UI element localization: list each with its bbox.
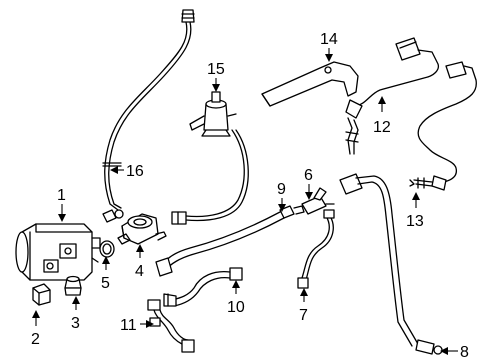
callout-2-number: 2: [31, 331, 40, 348]
callout-13-number: 13: [406, 213, 424, 230]
callout-16: 16: [110, 163, 144, 180]
part-8-hose: [339, 173, 443, 355]
part-13-oxygen-sensor: [409, 61, 477, 191]
part-7-hose: [297, 209, 335, 289]
callout-4: 4: [135, 244, 144, 280]
callout-5-number: 5: [101, 275, 110, 292]
callout-11: 11: [120, 317, 154, 334]
canister-connector: [102, 209, 124, 223]
callout-8-number: 8: [460, 344, 469, 360]
part-16-vent-hose: [102, 9, 195, 211]
part-14-bracket: [261, 61, 359, 107]
callout-3-number: 3: [71, 315, 80, 332]
callout-1: 1: [57, 187, 66, 222]
callout-4-number: 4: [135, 263, 144, 280]
part-9-hose: [155, 205, 295, 277]
callout-15: 15: [207, 61, 225, 92]
part-5-seal: [99, 240, 115, 258]
callout-9-number: 9: [277, 181, 286, 198]
callout-5: 5: [101, 256, 110, 292]
part-12-oxygen-sensor: [345, 37, 440, 155]
callout-14-number: 14: [320, 31, 338, 48]
part-10-hose: [163, 267, 243, 307]
callout-7: 7: [299, 288, 308, 324]
callout-3: 3: [71, 296, 80, 332]
part-2-rubber-mount: [32, 283, 51, 306]
callout-12: 12: [373, 96, 391, 136]
part-3-grommet: [64, 275, 82, 296]
callout-2: 2: [31, 310, 40, 348]
callout-7-number: 7: [299, 307, 308, 324]
callout-15-number: 15: [207, 61, 225, 78]
part-6-connector: [293, 187, 335, 215]
part-1-canister: [15, 223, 101, 281]
callout-13: 13: [406, 192, 424, 230]
callout-11-number: 11: [120, 317, 137, 334]
part-11-hose: [147, 299, 195, 353]
callout-10-number: 10: [227, 299, 245, 316]
callout-1-number: 1: [57, 187, 66, 204]
part-15-purge-valve: [171, 91, 249, 225]
callout-16-number: 16: [126, 163, 144, 180]
part-4-valve: [117, 213, 167, 245]
callout-9: 9: [277, 181, 286, 212]
callout-12-number: 12: [373, 119, 391, 136]
callout-8: 8: [440, 344, 469, 360]
callout-6: 6: [304, 167, 313, 200]
callout-14: 14: [320, 31, 338, 62]
callout-10: 10: [227, 280, 245, 316]
callout-6-number: 6: [304, 167, 313, 184]
